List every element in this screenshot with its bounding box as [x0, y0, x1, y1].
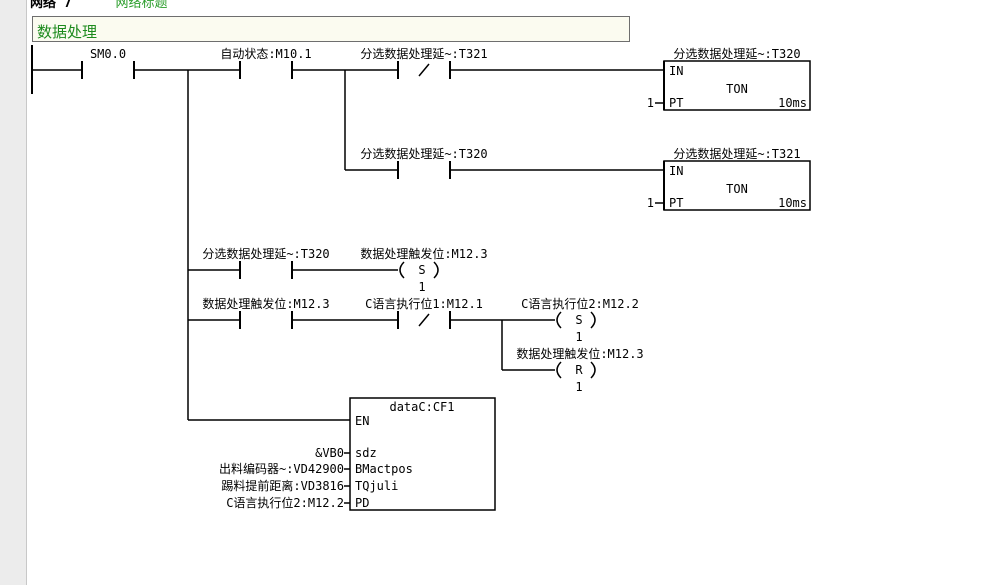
- contact-label: 数据处理触发位:M12.3: [202, 296, 329, 311]
- network-header[interactable]: 网络 7 网络标题: [30, 0, 168, 11]
- timer-label: 分选数据处理延~:T320: [673, 46, 800, 61]
- network-comment: 数据处理: [37, 23, 98, 41]
- coil-count: 1: [418, 280, 425, 294]
- subroutine-param-name: PD: [355, 496, 369, 510]
- wires: [32, 69, 664, 504]
- contact-label: C语言执行位1:M12.1: [365, 296, 483, 311]
- contact-t320-rung3[interactable]: [239, 261, 293, 279]
- coil-label: C语言执行位2:M12.2: [521, 296, 639, 311]
- timer-pt-value: 1: [647, 196, 654, 210]
- subroutine-param-value: 出料编码器~:VD42900: [219, 461, 344, 476]
- subroutine-param-name: sdz: [355, 446, 377, 460]
- timer-type: TON: [726, 82, 748, 96]
- contact-label: 自动状态:M10.1: [220, 47, 311, 61]
- subroutine-param-value: 踢料提前距离:VD3816: [221, 478, 344, 493]
- subroutine-title: dataC:CF1: [389, 400, 454, 414]
- contact-label: 分选数据处理延~:T320: [360, 146, 487, 161]
- contact-m12-1-nc[interactable]: [397, 311, 451, 329]
- timer-type: TON: [726, 182, 748, 196]
- contact-m12-3[interactable]: [239, 311, 293, 329]
- subroutine-en-pin: EN: [355, 414, 369, 428]
- contact-t321-nc[interactable]: [397, 61, 451, 79]
- timer-pt-value: 1: [647, 96, 654, 110]
- coil-set-m12-2[interactable]: [556, 311, 596, 329]
- coil-op: R: [575, 363, 583, 377]
- timer-pt-pin: PT: [669, 196, 683, 210]
- timer-in-pin: IN: [669, 164, 683, 178]
- coil-reset-m12-3[interactable]: [556, 361, 596, 379]
- network-number: 网络 7: [30, 0, 72, 11]
- coil-label: 数据处理触发位:M12.3: [516, 346, 643, 361]
- timer-base: 10ms: [778, 196, 807, 210]
- subroutine-param-name: BMactpos: [355, 462, 413, 476]
- left-gutter: [0, 0, 27, 585]
- subroutine-param-value: &VB0: [315, 446, 344, 460]
- contact-label: 分选数据处理延~:T321: [360, 46, 487, 61]
- subroutine-box[interactable]: [349, 397, 496, 511]
- timer-t320[interactable]: [663, 60, 811, 111]
- timer-label: 分选数据处理延~:T321: [673, 146, 800, 161]
- contact-sm0-0[interactable]: [81, 61, 135, 79]
- coil-op: S: [575, 313, 582, 327]
- coil-count: 1: [575, 380, 582, 394]
- coil-count: 1: [575, 330, 582, 344]
- coil-label: 数据处理触发位:M12.3: [360, 246, 487, 261]
- timer-in-pin: IN: [669, 64, 683, 78]
- subroutine-param-name: TQjuli: [355, 479, 398, 493]
- timer-t321[interactable]: [663, 160, 811, 211]
- contact-t320-rung2[interactable]: [397, 161, 451, 179]
- contact-auto-state[interactable]: [239, 61, 293, 79]
- coil-set-m12-3[interactable]: [399, 261, 439, 279]
- timer-pt-pin: PT: [669, 96, 683, 110]
- network-title[interactable]: 网络标题: [115, 0, 168, 11]
- coil-op: S: [418, 263, 425, 277]
- subroutine-param-value: C语言执行位2:M12.2: [226, 495, 344, 510]
- contact-label: SM0.0: [90, 47, 126, 61]
- network-comment-box[interactable]: 数据处理: [32, 16, 630, 42]
- timer-base: 10ms: [778, 96, 807, 110]
- contact-label: 分选数据处理延~:T320: [202, 246, 329, 261]
